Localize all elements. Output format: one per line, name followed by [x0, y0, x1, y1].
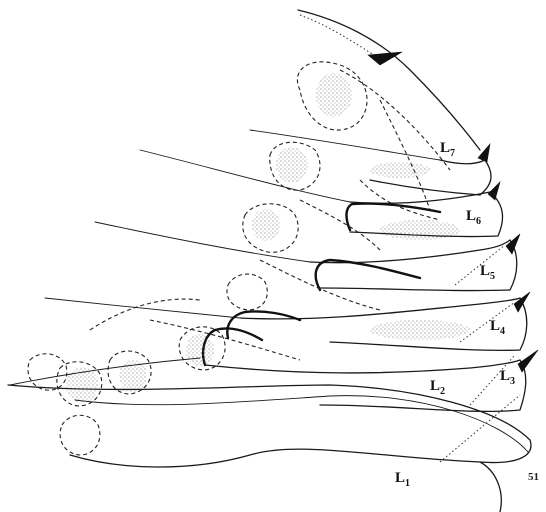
label-l3: L3 — [500, 368, 515, 387]
svg-text:L5: L5 — [480, 263, 495, 282]
svg-text:L4: L4 — [490, 318, 505, 337]
svg-text:L7: L7 — [440, 140, 455, 159]
svg-text:L6: L6 — [466, 208, 481, 227]
label-l7: L7 — [440, 140, 455, 159]
label-l6: L6 — [466, 208, 481, 227]
label-l2: L2 — [430, 378, 445, 397]
svg-text:L2: L2 — [430, 378, 445, 397]
svg-text:L3: L3 — [500, 368, 515, 387]
lobe-l4 — [45, 292, 530, 350]
lobe-l1 — [8, 385, 531, 512]
label-l4: L4 — [490, 318, 505, 337]
label-l5: L5 — [480, 263, 495, 282]
page-number: 51 — [528, 471, 539, 483]
svg-text:L1: L1 — [395, 470, 410, 489]
label-l1: L1 — [395, 470, 410, 489]
